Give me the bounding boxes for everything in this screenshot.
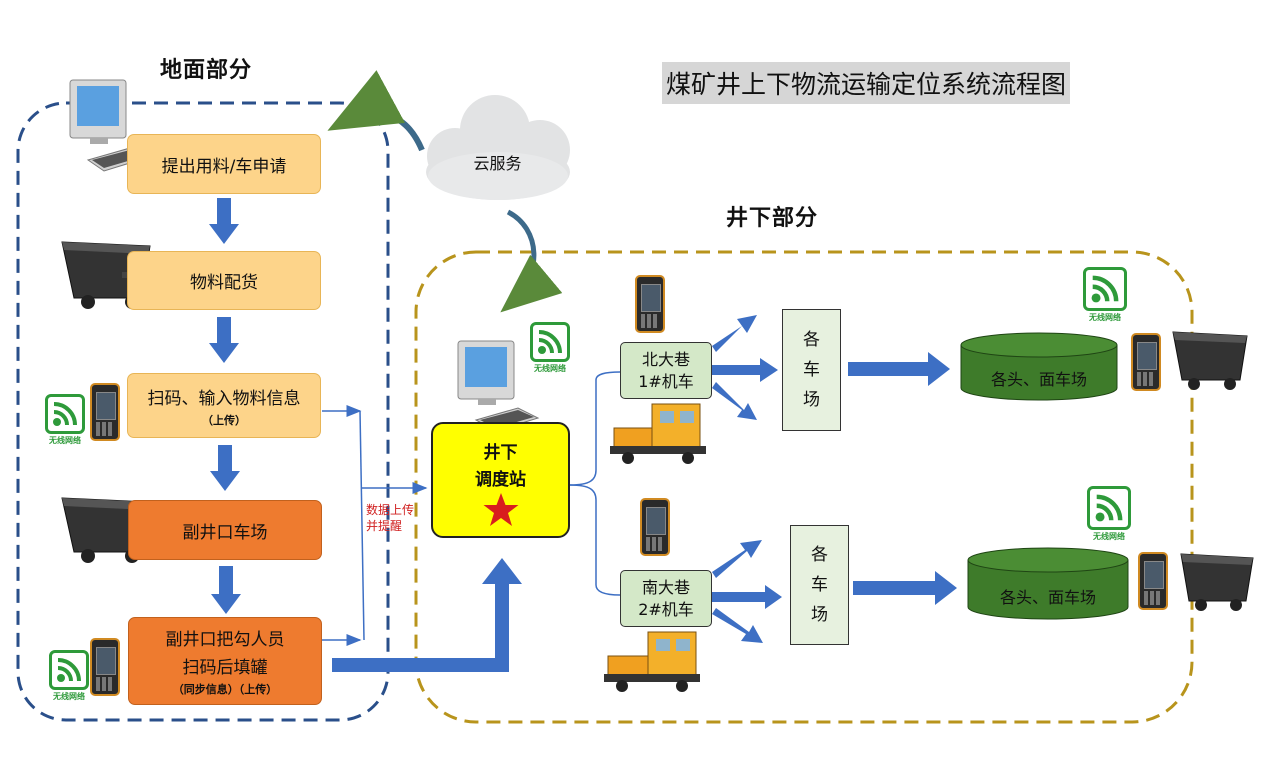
wifi-caption: 无线网络 (49, 436, 81, 445)
yard-char: 各 (803, 330, 820, 350)
handheld-terminal-icon (90, 383, 120, 441)
south-roadway-box: 南大巷 2#机车 (620, 570, 712, 627)
handheld-terminal-icon (635, 275, 665, 333)
wifi-network-icon: 无线网络 (527, 322, 573, 374)
north-roadway-box: 北大巷 1#机车 (620, 342, 712, 399)
step-hook-box: 副井口把勾人员 扫码后填罐 （同步信息）（上传） (128, 617, 322, 705)
cloud-to-ground-arrow (327, 70, 425, 152)
wifi-caption: 无线网络 (1089, 313, 1121, 322)
handheld-terminal-icon (1131, 333, 1161, 391)
step-apply-label: 提出用料/车申请 (161, 156, 287, 177)
locomotive-icon (610, 403, 706, 464)
yard-char: 车 (811, 575, 828, 595)
step-yard-label: 副井口车场 (182, 522, 268, 543)
step-allocate-box: 物料配货 (127, 251, 321, 310)
cloud-to-dispatch-arrow (500, 209, 563, 313)
step-scan-box: 扫码、输入物料信息 （上传） (127, 373, 321, 438)
ground-section-title: 地面部分 (160, 58, 253, 83)
cloud-label: 云服务 (473, 154, 522, 173)
step-scan-label: 扫码、输入物料信息 (147, 388, 301, 409)
step-hook-sub: （同步信息）（上传） (172, 683, 278, 696)
upload-note: 数据上传 并提醒 (366, 502, 414, 534)
wifi-network-icon: 无线网络 (42, 394, 88, 446)
handheld-terminal-icon (1138, 552, 1168, 610)
south-to-destination-arrow (853, 571, 957, 605)
north-line1: 北大巷 (641, 349, 690, 369)
wifi-network-icon: 无线网络 (46, 650, 92, 702)
hook-to-dispatch-arrow (332, 558, 522, 672)
locomotive-icon (604, 631, 700, 692)
ground-flow-arrows (209, 198, 241, 614)
mine-cart-icon (1180, 553, 1254, 611)
south-line1: 南大巷 (641, 577, 690, 597)
handheld-terminal-icon (90, 638, 120, 696)
diagram-title: 煤矿井上下物流运输定位系统流程图 (662, 62, 1071, 104)
wifi-network-icon: 无线网络 (1086, 486, 1132, 542)
cloud-shape (426, 95, 570, 200)
underground-section-title: 井下部分 (726, 206, 819, 231)
dispatch-station-box: 井下 调度站 (431, 422, 570, 538)
north-line2: 1#机车 (638, 371, 694, 391)
north-to-destination-arrow (848, 352, 950, 386)
yard-char: 场 (803, 390, 820, 410)
north-fan-arrows (712, 315, 778, 420)
wifi-network-icon: 无线网络 (1082, 267, 1128, 323)
yard-char: 各 (811, 545, 828, 565)
wifi-caption: 无线网络 (1093, 532, 1125, 541)
ground-region-border (16, 101, 390, 722)
upload-note-line2: 并提醒 (366, 519, 403, 533)
step-scan-sub: （上传） (202, 413, 246, 427)
south-yard-box: 各 车 场 (790, 525, 849, 645)
south-line2: 2#机车 (638, 599, 694, 619)
star-icon (483, 493, 518, 526)
ground-computer-icon (69, 79, 148, 172)
wifi-caption: 无线网络 (534, 364, 566, 373)
south-destination-label: 各头、面车场 (999, 588, 1096, 607)
yard-char: 车 (803, 360, 820, 380)
dispatch-line1: 井下 (483, 443, 518, 463)
step-yard-box: 副井口车场 (128, 500, 322, 560)
dispatch-computer-icon (457, 340, 540, 432)
upload-note-line1: 数据上传 (366, 503, 415, 517)
south-fan-arrows (712, 540, 782, 643)
step-apply-box: 提出用料/车申请 (127, 134, 321, 194)
handheld-terminal-icon (640, 498, 670, 556)
north-destination-cylinder (960, 332, 1118, 401)
step-allocate-label: 物料配货 (190, 273, 258, 293)
step-hook-line2: 扫码后填罐 (182, 658, 268, 678)
south-destination-cylinder (967, 547, 1129, 620)
dispatch-line2: 调度站 (475, 470, 526, 490)
yard-char: 场 (811, 605, 828, 625)
step-hook-line1: 副井口把勾人员 (165, 630, 285, 650)
mine-cart-icon (1172, 331, 1248, 390)
north-destination-label: 各头、面车场 (990, 370, 1087, 389)
wifi-caption: 无线网络 (53, 692, 85, 701)
north-yard-box: 各 车 场 (782, 309, 841, 431)
